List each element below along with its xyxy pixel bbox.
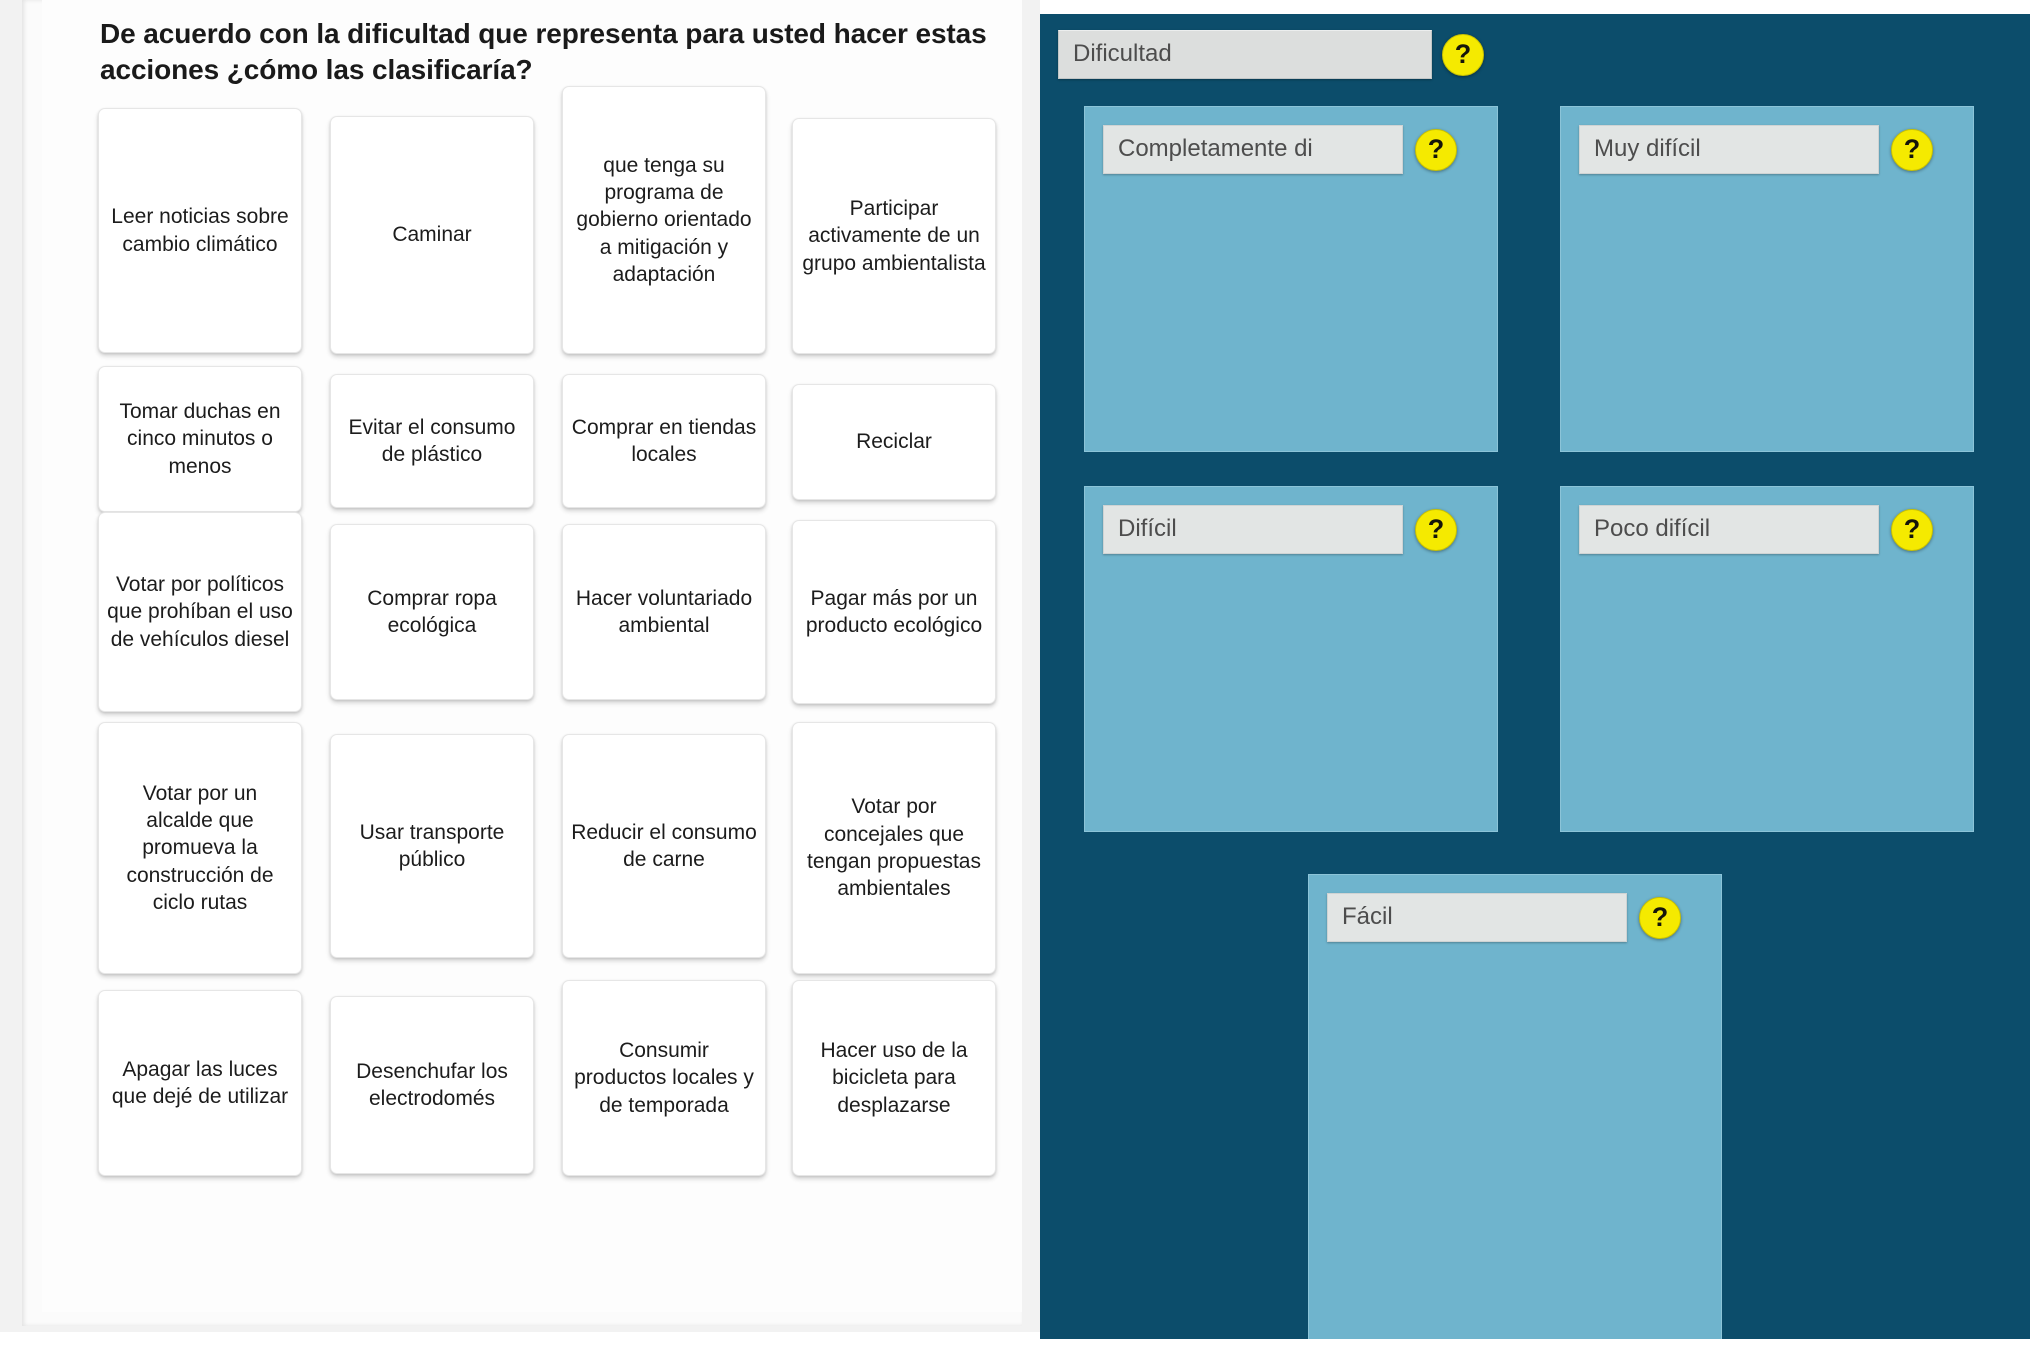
sortable-card[interactable]: Comprar en tiendas locales [562, 374, 766, 508]
bucket-label: Poco difícil [1579, 505, 1879, 554]
bucket-drop-area[interactable] [1085, 185, 1497, 451]
card-label: Caminar [392, 223, 472, 247]
card-label: Usar transporte público [359, 820, 505, 871]
help-icon[interactable]: ? [1891, 508, 1933, 551]
sortable-card[interactable]: Caminar [330, 116, 534, 354]
classifier-panel: Dificultad ? Completamente di ? Muy difí… [1040, 14, 2030, 1339]
bucket-label: Completamente di [1103, 125, 1403, 174]
drop-bucket-completamente-dificil[interactable]: Completamente di ? [1084, 106, 1498, 452]
sortable-card[interactable]: Votar por políticos que prohíban el uso … [98, 512, 302, 712]
card-label: que tenga su programa de gobierno orient… [576, 153, 752, 286]
help-icon[interactable]: ? [1415, 128, 1457, 171]
source-cards-sheet: De acuerdo con la dificultad que represe… [42, 0, 1022, 1312]
sortable-card[interactable]: que tenga su programa de gobierno orient… [562, 86, 766, 354]
sortable-card[interactable]: Hacer uso de la bicicleta para desplazar… [792, 980, 996, 1176]
sortable-card[interactable]: Reducir el consumo de carne [562, 734, 766, 958]
card-label: Comprar en tiendas locales [571, 415, 757, 466]
card-label: Leer noticias sobre cambio climático [111, 205, 289, 256]
difficulty-header-label: Dificultad [1058, 30, 1432, 79]
help-icon[interactable]: ? [1891, 128, 1933, 171]
help-icon[interactable]: ? [1639, 896, 1681, 939]
bucket-drop-area[interactable] [1309, 953, 1721, 1339]
card-label: Hacer uso de la bicicleta para desplazar… [820, 1039, 968, 1117]
card-label: Consumir productos locales y de temporad… [574, 1039, 754, 1117]
bucket-label: Difícil [1103, 505, 1403, 554]
sortable-card[interactable]: Tomar duchas en cinco minutos o menos [98, 366, 302, 512]
card-label: Evitar el consumo de plástico [348, 415, 516, 466]
drop-bucket-muy-dificil[interactable]: Muy difícil ? [1560, 106, 1974, 452]
sortable-card[interactable]: Votar por un alcalde que promueva la con… [98, 722, 302, 974]
help-icon[interactable]: ? [1415, 508, 1457, 551]
card-row: Apagar las luces que dejé de utilizar De… [98, 978, 1022, 1188]
card-label: Reducir el consumo de carne [571, 820, 757, 871]
card-label: Participar activamente de un grupo ambie… [802, 197, 986, 275]
sortable-card[interactable]: Usar transporte público [330, 734, 534, 958]
sortable-card[interactable]: Votar por concejales que tengan propuest… [792, 722, 996, 974]
card-row: Leer noticias sobre cambio climático Cam… [98, 86, 1022, 358]
card-label: Votar por un alcalde que promueva la con… [126, 781, 274, 914]
card-label: Tomar duchas en cinco minutos o menos [119, 400, 281, 478]
sortable-card[interactable]: Apagar las luces que dejé de utilizar [98, 990, 302, 1176]
sortable-card[interactable]: Participar activamente de un grupo ambie… [792, 118, 996, 354]
bucket-drop-area[interactable] [1085, 565, 1497, 831]
help-icon[interactable]: ? [1442, 33, 1484, 76]
bucket-drop-area[interactable] [1561, 185, 1973, 451]
bucket-header: Fácil ? [1327, 893, 1707, 942]
bucket-header: Difícil ? [1103, 505, 1483, 554]
sortable-card[interactable]: Hacer voluntariado ambiental [562, 524, 766, 700]
bucket-header: Muy difícil ? [1579, 125, 1959, 174]
sortable-card[interactable]: Reciclar [792, 384, 996, 500]
card-label: Comprar ropa ecológica [367, 586, 497, 637]
bucket-header: Poco difícil ? [1579, 505, 1959, 554]
sortable-card[interactable]: Pagar más por un producto ecológico [792, 520, 996, 704]
drop-bucket-dificil[interactable]: Difícil ? [1084, 486, 1498, 832]
card-label: Apagar las luces que dejé de utilizar [111, 1057, 289, 1108]
sortable-card[interactable]: Evitar el consumo de plástico [330, 374, 534, 508]
bucket-header: Completamente di ? [1103, 125, 1483, 174]
source-cards-sheet-outer: De acuerdo con la dificultad que represe… [22, 0, 1022, 1326]
card-label: Reciclar [856, 430, 932, 454]
card-label: Pagar más por un producto ecológico [805, 586, 983, 637]
drop-bucket-poco-dificil[interactable]: Poco difícil ? [1560, 486, 1974, 832]
card-grid: Leer noticias sobre cambio climático Cam… [98, 86, 1022, 1188]
sortable-card[interactable]: Comprar ropa ecológica [330, 524, 534, 700]
card-row: Votar por un alcalde que promueva la con… [98, 718, 1022, 978]
sortable-card[interactable]: Desenchufar los electrodomés [330, 996, 534, 1174]
sortable-card[interactable]: Leer noticias sobre cambio climático [98, 108, 302, 353]
card-label: Hacer voluntariado ambiental [575, 586, 753, 637]
card-row: Votar por políticos que prohíban el uso … [98, 508, 1022, 718]
bucket-label: Fácil [1327, 893, 1627, 942]
bucket-drop-area[interactable] [1561, 565, 1973, 831]
sortable-card[interactable]: Consumir productos locales y de temporad… [562, 980, 766, 1176]
bucket-label: Muy difícil [1579, 125, 1879, 174]
difficulty-header: Dificultad ? [1058, 30, 1998, 79]
card-row: Tomar duchas en cinco minutos o menos Ev… [98, 358, 1022, 512]
drop-bucket-facil[interactable]: Fácil ? [1308, 874, 1722, 1339]
card-label: Desenchufar los electrodomés [356, 1059, 508, 1110]
card-label: Votar por políticos que prohíban el uso … [107, 573, 293, 651]
source-cards-panel: De acuerdo con la dificultad que represe… [0, 0, 1040, 1332]
page-title: De acuerdo con la dificultad que represe… [100, 18, 987, 85]
card-label: Votar por concejales que tengan propuest… [807, 795, 981, 901]
